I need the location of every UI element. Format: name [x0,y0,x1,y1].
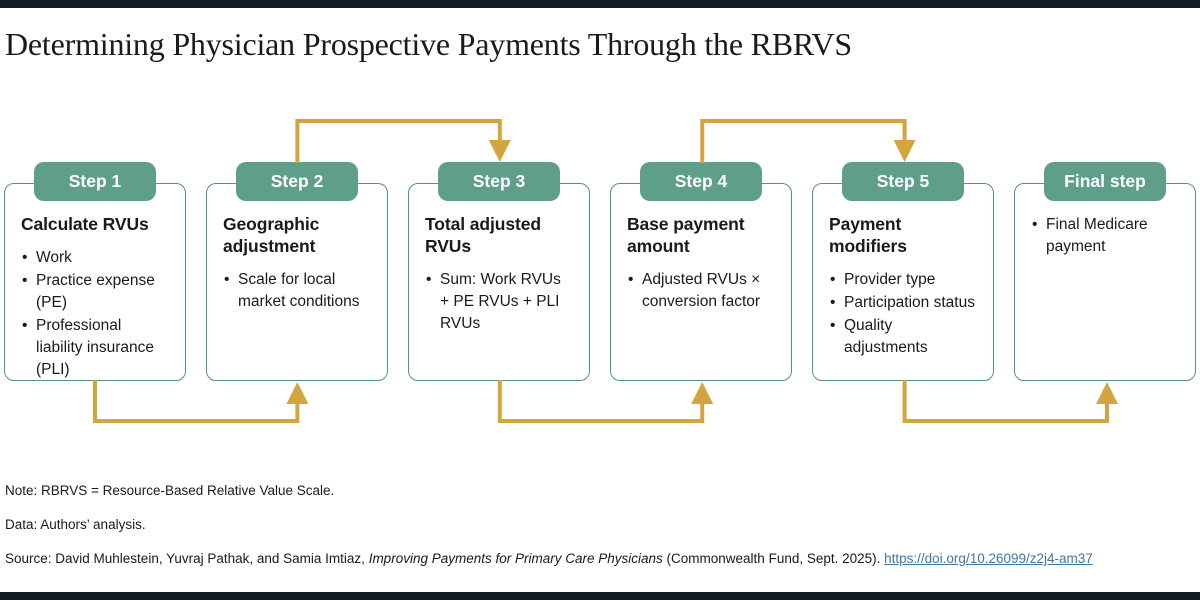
final-step-bullet-list: Final Medicare payment [1031,214,1180,258]
step-5-column: Step 5 Payment modifiers Provider type P… [812,162,994,402]
source-suffix: (Commonwealth Fund, Sept. 2025). [662,551,885,566]
data-text: Data: Authors’ analysis. [5,517,146,532]
step-3-badge: Step 3 [438,162,560,201]
bullet-item: Participation status [829,292,978,314]
step-1-column: Step 1 Calculate RVUs Work Practice expe… [4,162,186,402]
step-3-column: Step 3 Total adjusted RVUs Sum: Work RVU… [408,162,590,402]
bullet-item: Final Medicare payment [1031,214,1180,258]
bullet-item: Practice expense (PE) [21,270,170,314]
step-4-badge: Step 4 [640,162,762,201]
note-text: Note: RBRVS = Resource-Based Relative Va… [5,483,335,498]
step-2-badge: Step 2 [236,162,358,201]
bullet-item: Adjusted RVUs × conversion factor [627,269,776,313]
bullet-item: Scale for local market conditions [223,269,372,313]
source-text: Source: David Muhlestein, Yuvraj Pathak,… [5,551,1093,566]
step-4-heading: Base payment amount [627,214,745,256]
step-2-box: Geographic adjustment Scale for local ma… [206,183,388,381]
bullet-item: Provider type [829,269,978,291]
step-3-heading: Total adjusted RVUs [425,214,541,256]
final-step-column: Final step Final Medicare payment [1014,162,1196,402]
bullet-item: Quality adjustments [829,315,978,359]
doi-link[interactable]: https://doi.org/10.26099/z2j4-am37 [884,551,1093,566]
bottom-border-bar [0,592,1200,600]
step-2-bullet-list: Scale for local market conditions [223,269,372,313]
final-step-box: Final Medicare payment [1014,183,1196,381]
step-1-heading: Calculate RVUs [21,214,149,234]
connector-step4-step5 [700,119,916,163]
figure-title: Determining Physician Prospective Paymen… [5,26,853,62]
source-prefix: Source: David Muhlestein, Yuvraj Pathak,… [5,551,369,566]
step-4-column: Step 4 Base payment amount Adjusted RVUs… [610,162,792,402]
step-5-box: Payment modifiers Provider type Particip… [812,183,994,381]
step-5-heading: Payment modifiers [829,214,907,256]
flow-diagram: Step 1 Calculate RVUs Work Practice expe… [4,162,1196,422]
step-3-box: Total adjusted RVUs Sum: Work RVUs + PE … [408,183,590,381]
bullet-item: Sum: Work RVUs + PE RVUs + PLI RVUs [425,269,574,335]
step-1-bullet-list: Work Practice expense (PE) Professional … [21,247,170,381]
step-2-column: Step 2 Geographic adjustment Scale for l… [206,162,388,402]
step-4-box: Base payment amount Adjusted RVUs × conv… [610,183,792,381]
step-5-badge: Step 5 [842,162,964,201]
bullet-item: Professional liability insurance (PLI) [21,315,170,381]
step-3-bullet-list: Sum: Work RVUs + PE RVUs + PLI RVUs [425,269,574,335]
step-2-heading: Geographic adjustment [223,214,320,256]
step-5-bullet-list: Provider type Participation status Quali… [829,269,978,359]
step-1-badge: Step 1 [34,162,156,201]
source-publication-title: Improving Payments for Primary Care Phys… [368,551,663,566]
final-step-badge: Final step [1044,162,1166,201]
step-1-box: Calculate RVUs Work Practice expense (PE… [4,183,186,381]
bullet-item: Work [21,247,170,269]
top-border-bar [0,0,1200,8]
connector-step2-step3 [295,119,511,163]
step-4-bullet-list: Adjusted RVUs × conversion factor [627,269,776,313]
